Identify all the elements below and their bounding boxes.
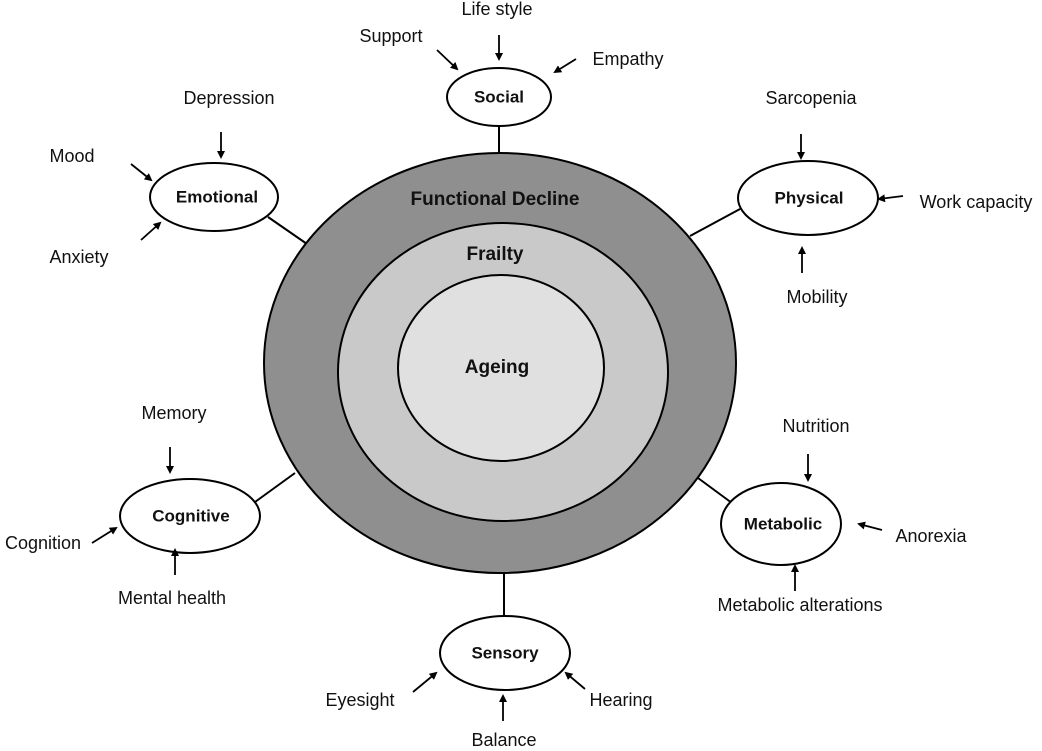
factor-depression: Depression	[183, 88, 274, 108]
cognitive-node: Cognitive	[119, 478, 261, 554]
social-label: Social	[474, 87, 524, 106]
factor-support: Support	[359, 26, 422, 46]
cognitive-label: Cognitive	[152, 506, 229, 525]
factor-eyesight: Eyesight	[325, 690, 394, 710]
physical-connector	[689, 208, 741, 237]
factor-empathy: Empathy	[592, 49, 663, 69]
factor-cognition: Cognition	[5, 533, 81, 553]
factor-hearing: Hearing	[589, 690, 652, 710]
factor-mood: Mood	[49, 146, 94, 166]
arrow-icon	[877, 194, 904, 203]
sensory-label: Sensory	[471, 643, 539, 662]
factor-anxiety: Anxiety	[49, 247, 108, 267]
arrow-icon	[857, 521, 883, 531]
cognitive-connector	[254, 472, 296, 503]
arrow-icon	[140, 221, 162, 241]
factor-work-capacity: Work capacity	[920, 192, 1033, 212]
arrow-icon	[436, 49, 459, 71]
emotional-label: Emotional	[176, 187, 258, 206]
arrow-icon	[553, 58, 577, 74]
metabolic-node: Metabolic	[720, 482, 842, 566]
frailty-label: Frailty	[466, 244, 523, 265]
arrow-icon	[564, 671, 586, 690]
factor-metabolic-alterations: Metabolic alterations	[717, 595, 882, 615]
factor-anorexia: Anorexia	[895, 526, 967, 546]
ageing-label: Ageing	[465, 357, 529, 378]
arrow-icon	[91, 526, 118, 544]
emotional-node: Emotional	[149, 162, 279, 232]
factor-mobility: Mobility	[786, 287, 847, 307]
factor-balance: Balance	[471, 730, 536, 750]
factor-mental-health: Mental health	[118, 588, 226, 608]
factor-life-style: Life style	[461, 0, 532, 19]
metabolic-label: Metabolic	[744, 514, 822, 533]
factor-memory: Memory	[141, 403, 206, 423]
functional-decline-label: Functional Decline	[411, 189, 580, 210]
factor-nutrition: Nutrition	[782, 416, 849, 436]
arrow-icon	[412, 671, 438, 693]
arrow-icon	[130, 163, 153, 182]
physical-label: Physical	[775, 188, 844, 207]
physical-node: Physical	[737, 160, 879, 236]
emotional-connector	[267, 216, 308, 245]
factor-sarcopenia: Sarcopenia	[765, 88, 857, 108]
sensory-node: Sensory	[439, 615, 571, 691]
social-node: Social	[446, 67, 552, 127]
ageing-core	[397, 274, 605, 462]
